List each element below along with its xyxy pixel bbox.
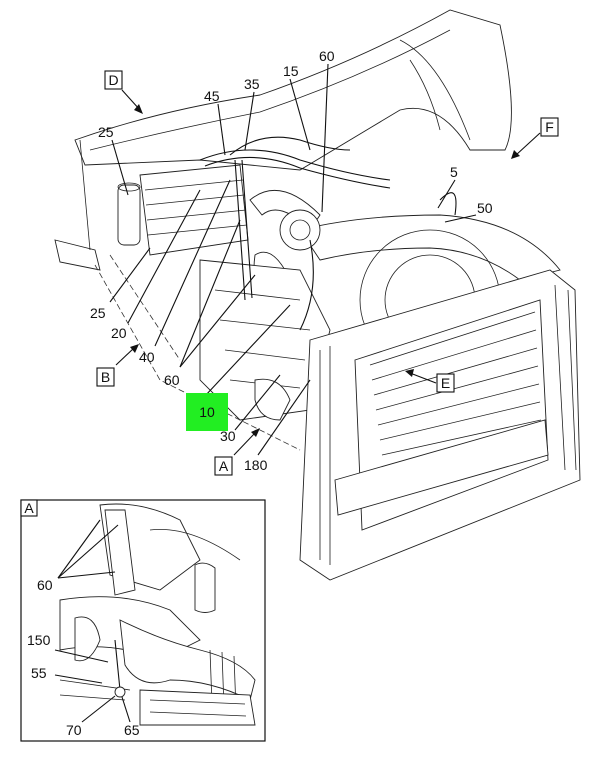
svg-text:F: F — [545, 119, 554, 135]
svg-text:E: E — [441, 375, 450, 391]
callout-5: 5 — [450, 164, 458, 180]
callout-15: 15 — [283, 63, 299, 79]
main-illustration — [54, 9, 581, 581]
inset-callout-65: 65 — [124, 722, 140, 738]
callout-25-bottom: 25 — [90, 305, 106, 321]
view-label-e: E — [436, 373, 455, 393]
callout-10: 10 — [199, 404, 215, 420]
callout-20: 20 — [111, 325, 127, 341]
callout-25-top: 25 — [98, 124, 114, 140]
callout-180: 180 — [244, 457, 268, 473]
inset-callout-60: 60 — [37, 577, 53, 593]
callout-60-top: 60 — [319, 48, 335, 64]
highlight-callout-10[interactable]: 10 — [186, 393, 228, 431]
inset-detail-a: A 60 150 55 70 65 — [20, 499, 266, 742]
view-label-b: B — [96, 367, 115, 387]
callout-45: 45 — [204, 88, 220, 104]
inset-callout-150: 150 — [27, 632, 51, 648]
view-label-d: D — [104, 70, 123, 90]
callouts: 25 45 35 15 60 5 50 25 20 40 60 30 180 — [90, 48, 493, 473]
callout-50: 50 — [477, 200, 493, 216]
inset-callout-70: 70 — [66, 722, 82, 738]
view-label-f: F — [540, 117, 559, 137]
svg-text:D: D — [108, 72, 118, 88]
callout-40: 40 — [139, 349, 155, 365]
inset-label-a: A — [20, 499, 38, 517]
callout-30: 30 — [220, 428, 236, 444]
svg-text:B: B — [101, 369, 110, 385]
view-label-a: A — [214, 456, 233, 476]
callout-35: 35 — [244, 76, 260, 92]
callout-60-mid: 60 — [164, 372, 180, 388]
svg-text:A: A — [24, 500, 34, 516]
svg-text:A: A — [219, 458, 229, 474]
leader-lines — [109, 63, 541, 456]
inset-callout-55: 55 — [31, 665, 47, 681]
